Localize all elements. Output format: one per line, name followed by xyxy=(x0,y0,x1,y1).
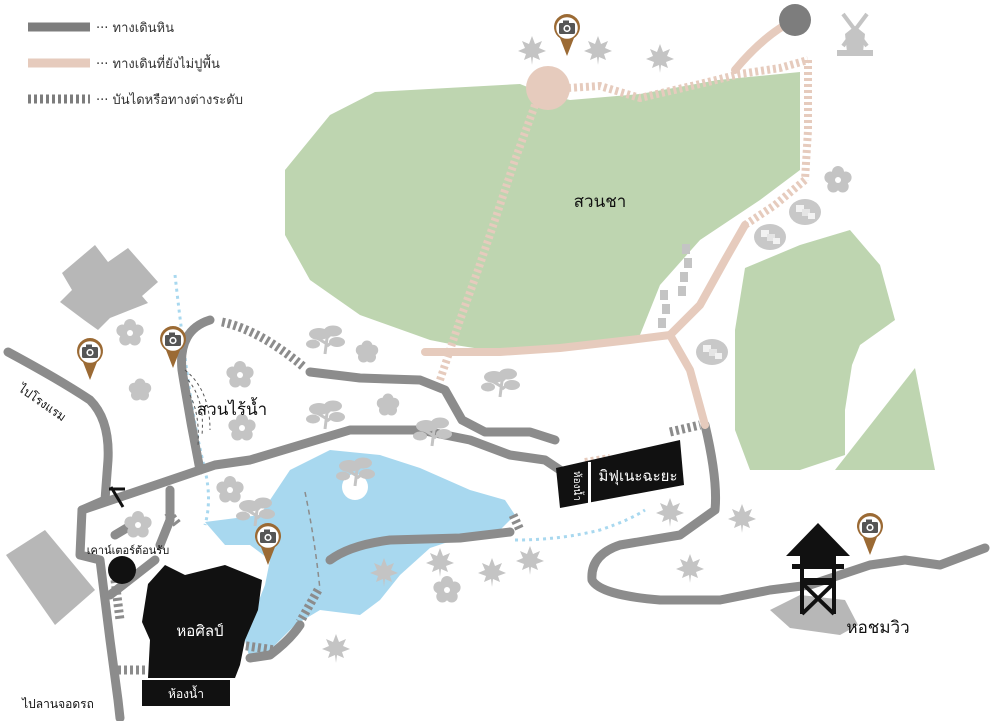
parking-building xyxy=(6,530,95,625)
art-hall-building[interactable] xyxy=(142,565,262,678)
windmill-icon xyxy=(837,12,873,56)
tea-garden-plaza xyxy=(526,66,570,110)
tower-icon[interactable] xyxy=(786,523,850,616)
east-garden-area xyxy=(735,230,895,470)
pond xyxy=(205,450,515,660)
teahouse-restroom-divider xyxy=(588,462,591,504)
reception-marker[interactable] xyxy=(108,556,136,584)
legend: ··· ทางเดินหิน ··· ทางเดินที่ยังไม่ปูพื้… xyxy=(28,21,243,108)
tea-garden-label: สวนชา xyxy=(574,192,627,212)
pond-dash xyxy=(304,491,321,591)
to-parking-label: ไปลานจอดรถ xyxy=(21,697,94,711)
legend-stairs-label: ··· บันไดหรือทางต่างระดับ xyxy=(96,92,243,108)
stream-east xyxy=(514,508,646,542)
no-entry-icon xyxy=(109,486,125,508)
stone-paths xyxy=(3,315,990,721)
art-hall-restroom[interactable] xyxy=(142,680,230,706)
hotel-building xyxy=(60,245,158,330)
east-garden-triangle xyxy=(835,368,935,470)
mifune-teahouse-label: มิฟุเนะฉะยะ xyxy=(598,467,677,486)
waterless-garden-label: สวนไร้น้ำ xyxy=(197,397,267,420)
viewing-tower-label: หอชมวิว xyxy=(846,618,909,638)
tea-garden-gate-marker xyxy=(779,4,811,36)
art-hall-restroom-label: ห้องน้ำ xyxy=(168,685,204,701)
teahouse-restroom-label: ห้องน้ำ xyxy=(571,471,585,501)
stream-north xyxy=(173,274,210,526)
pond-island xyxy=(342,474,368,500)
to-hotel-label: ไปโรงแรม xyxy=(15,381,68,424)
legend-unpaved-path-label: ··· ทางเดินที่ยังไม่ปูพื้น xyxy=(96,54,220,72)
unpaved-paths xyxy=(421,21,789,429)
rock-cluster xyxy=(658,244,692,328)
reception-label: เคาน์เตอร์ต้อนรับ xyxy=(87,544,169,557)
stairs xyxy=(110,317,702,675)
tea-garden-area xyxy=(285,72,800,352)
art-hall-label: หอศิลป์ xyxy=(176,622,223,640)
waterless-garden-raked-lines xyxy=(184,369,211,446)
legend-stone-path-label: ··· ทางเดินหิน xyxy=(96,21,174,36)
